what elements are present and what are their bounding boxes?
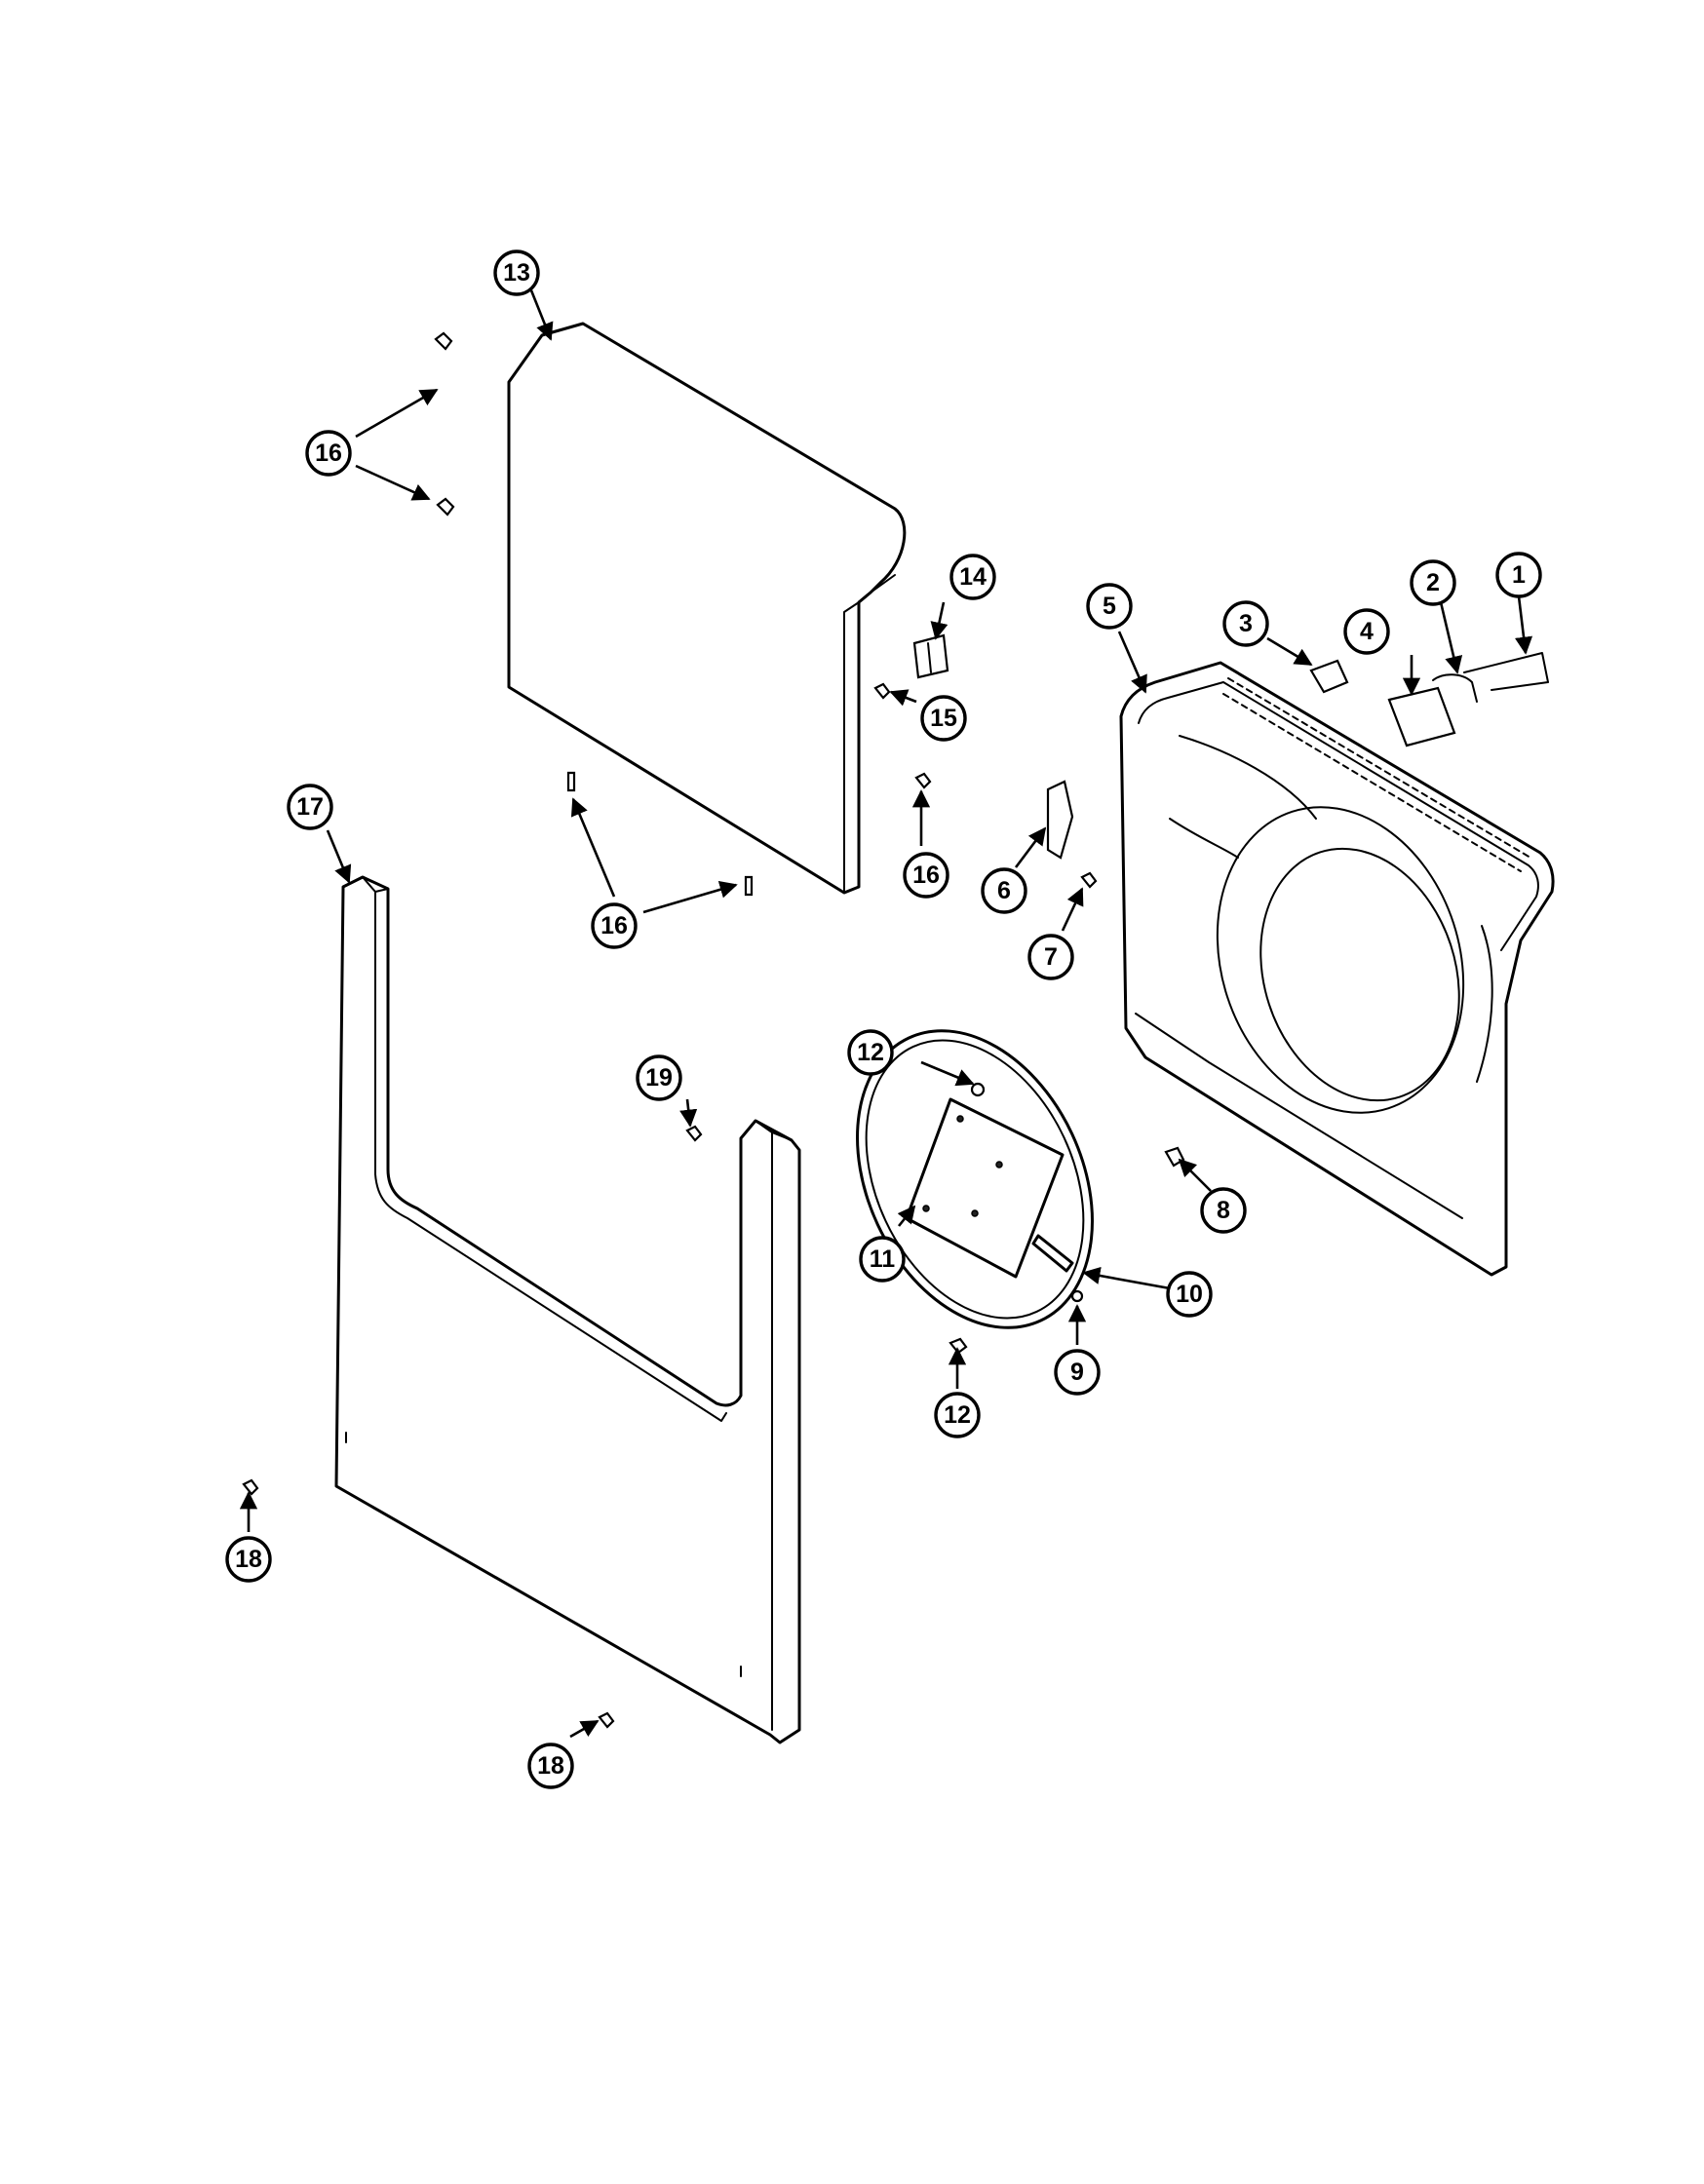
callout-label: 18 bbox=[537, 1752, 564, 1780]
front-bulkhead-part-5 bbox=[1119, 661, 1555, 1277]
door-spring-part-10 bbox=[1031, 1234, 1074, 1273]
callout-label: 10 bbox=[1176, 1281, 1203, 1308]
callout-label: 16 bbox=[315, 440, 342, 467]
callout-16-right[interactable]: 16 bbox=[903, 852, 949, 899]
callout-9[interactable]: 9 bbox=[1054, 1349, 1101, 1396]
screw-icon bbox=[970, 1082, 986, 1097]
screw-icon bbox=[685, 1125, 703, 1142]
callout-3[interactable]: 3 bbox=[1222, 600, 1269, 647]
callout-label: 5 bbox=[1103, 593, 1116, 620]
callout-label: 19 bbox=[645, 1064, 673, 1092]
callout-label: 3 bbox=[1239, 610, 1253, 637]
strike-icon bbox=[1309, 659, 1349, 694]
callout-label: 18 bbox=[235, 1546, 262, 1573]
callouts: 1 2 3 4 5 6 7 8 9 10 11 12 12 13 14 15 1… bbox=[225, 249, 1542, 1789]
callout-label: 11 bbox=[870, 1245, 896, 1273]
screw-icon bbox=[434, 331, 453, 351]
callout-11[interactable]: 11 bbox=[859, 1236, 906, 1283]
callout-label: 2 bbox=[1426, 569, 1440, 596]
clip-icon bbox=[1164, 1146, 1185, 1168]
callout-18-bottom[interactable]: 18 bbox=[527, 1743, 574, 1789]
bulkhead-vent-slots bbox=[1222, 677, 1531, 872]
callout-label: 4 bbox=[1360, 618, 1374, 645]
callout-12-lower[interactable]: 12 bbox=[934, 1392, 981, 1438]
leader-lines bbox=[239, 289, 1533, 1739]
callout-label: 14 bbox=[959, 563, 987, 591]
callout-label: 16 bbox=[912, 862, 940, 889]
callout-7[interactable]: 7 bbox=[1027, 934, 1074, 980]
screw-icon bbox=[873, 682, 891, 700]
callout-8[interactable]: 8 bbox=[1200, 1187, 1247, 1234]
actuator-icon bbox=[1463, 652, 1549, 691]
screw-icon bbox=[436, 497, 455, 517]
callout-2[interactable]: 2 bbox=[1410, 559, 1456, 606]
callout-12-upper[interactable]: 12 bbox=[847, 1029, 894, 1076]
callout-13[interactable]: 13 bbox=[493, 249, 540, 296]
callout-label: 12 bbox=[857, 1039, 884, 1066]
screw-icon bbox=[242, 1478, 259, 1496]
clip-icon bbox=[1432, 673, 1478, 703]
callout-18-left[interactable]: 18 bbox=[225, 1536, 272, 1583]
callout-label: 9 bbox=[1070, 1359, 1084, 1386]
door-assembly-parts-9-12 bbox=[856, 1029, 1094, 1329]
screw-icon bbox=[1070, 1289, 1084, 1303]
screw-icon bbox=[744, 875, 754, 897]
callout-label: 6 bbox=[997, 877, 1011, 904]
callout-1[interactable]: 1 bbox=[1495, 552, 1542, 598]
bracket-icon bbox=[1046, 780, 1074, 860]
callout-4[interactable]: 4 bbox=[1343, 608, 1390, 655]
callout-19[interactable]: 19 bbox=[636, 1054, 682, 1101]
callout-label: 16 bbox=[600, 912, 628, 939]
callout-label: 1 bbox=[1512, 561, 1526, 589]
callout-label: 15 bbox=[930, 705, 957, 732]
callout-label: 13 bbox=[503, 259, 530, 287]
callout-15[interactable]: 15 bbox=[920, 695, 967, 742]
callout-16-left[interactable]: 16 bbox=[305, 430, 352, 477]
callout-6[interactable]: 6 bbox=[981, 867, 1027, 914]
callout-5[interactable]: 5 bbox=[1086, 583, 1133, 630]
hardware bbox=[242, 331, 1549, 1729]
callout-17[interactable]: 17 bbox=[287, 784, 333, 830]
callout-label: 17 bbox=[296, 793, 324, 821]
switch-icon bbox=[1387, 686, 1456, 747]
callout-16-lower[interactable]: 16 bbox=[591, 902, 638, 949]
door-inner-plate-part-11 bbox=[905, 1097, 1065, 1279]
callout-label: 12 bbox=[944, 1401, 971, 1429]
top-panel-part-13 bbox=[507, 322, 907, 895]
screw-icon bbox=[914, 772, 932, 789]
screw-icon bbox=[566, 771, 576, 792]
front-panel-part-17 bbox=[334, 875, 801, 1744]
callout-label: 7 bbox=[1044, 943, 1058, 971]
screw-icon bbox=[1080, 871, 1098, 889]
callout-label: 8 bbox=[1217, 1197, 1230, 1224]
callout-10[interactable]: 10 bbox=[1166, 1271, 1213, 1318]
callout-14[interactable]: 14 bbox=[949, 554, 996, 600]
screw-icon bbox=[598, 1711, 615, 1729]
